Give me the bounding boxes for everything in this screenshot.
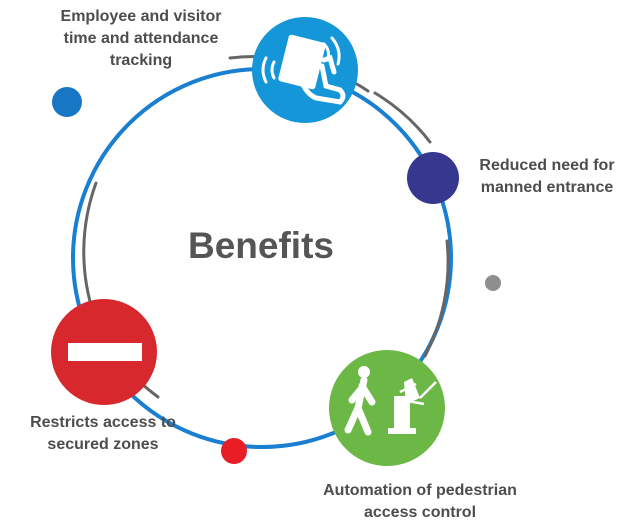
benefit-label-line: Automation of pedestrian — [323, 482, 517, 499]
outer-arc-right — [423, 239, 450, 358]
accent-dot-gray — [485, 275, 501, 291]
benefit-label-line: time and attendance — [63, 30, 219, 47]
benefit-label-manned-entrance: Reduced need for manned entrance — [462, 155, 632, 199]
benefit-label-line: manned entrance — [480, 179, 614, 196]
card-reader-icon — [261, 34, 346, 105]
outer-arc-left — [82, 181, 98, 317]
benefit-label-line: Restricts access to — [30, 414, 176, 431]
manned-entrance-dot — [407, 152, 459, 204]
outer-arc-top-right — [373, 91, 432, 144]
accent-dot-blue — [52, 87, 82, 117]
benefit-label-line: Reduced need for — [479, 157, 615, 174]
no-entry-node — [51, 299, 157, 405]
benefit-label-attendance-tracking: Employee and visitor time and attendance… — [22, 6, 260, 72]
benefit-label-line: secured zones — [47, 436, 159, 453]
benefit-label-secured-zones: Restricts access to secured zones — [0, 412, 206, 456]
no-entry-icon — [68, 343, 142, 361]
accent-dot-red — [221, 438, 247, 464]
benefit-label-line: Employee and visitor — [60, 8, 222, 25]
benefit-label-line: tracking — [109, 52, 173, 69]
diagram-title: Benefits — [188, 225, 334, 266]
turnstile-icon — [344, 366, 437, 436]
benefit-label-pedestrian-automation: Automation of pedestrian access control — [288, 480, 552, 524]
benefit-label-line: access control — [363, 504, 477, 521]
card-reader-node — [252, 17, 358, 123]
turnstile-node — [329, 350, 445, 466]
